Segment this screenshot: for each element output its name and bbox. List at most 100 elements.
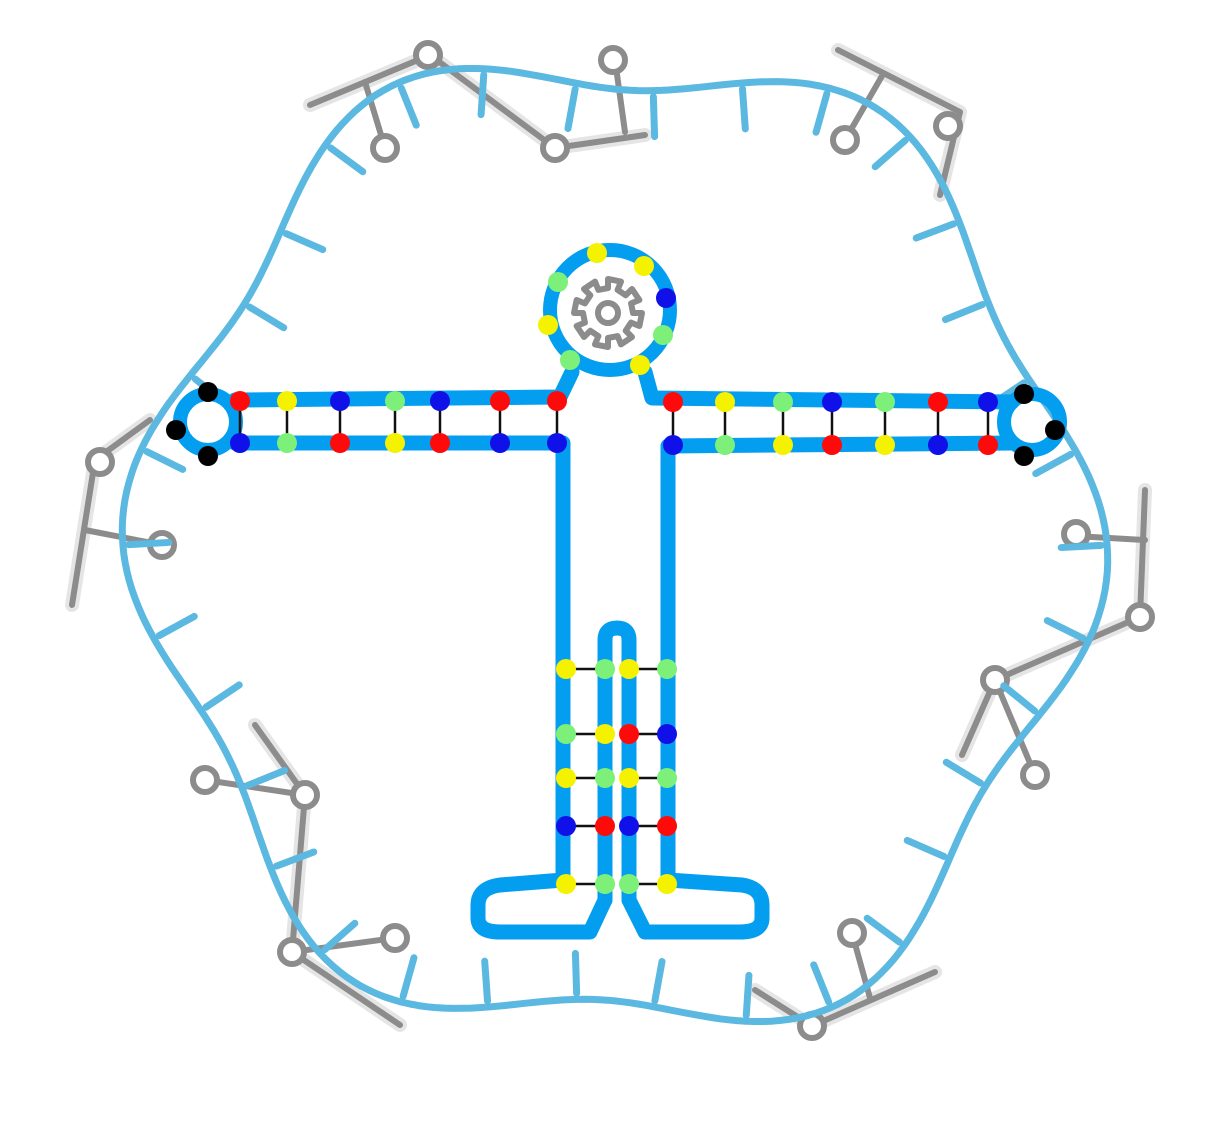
membrane-tick xyxy=(477,71,488,119)
gear-icon-outline xyxy=(571,276,645,350)
membrane-tick xyxy=(327,144,367,176)
head-loop xyxy=(543,243,677,377)
scaffold-backbone xyxy=(307,52,648,151)
head-loop-nucleotide xyxy=(634,256,654,276)
right-arm-nucleotide xyxy=(663,392,683,412)
stem-nucleotide xyxy=(657,724,677,744)
scaffold-ring xyxy=(830,125,860,155)
stem-nucleotide xyxy=(619,874,639,894)
scaffold-fragment xyxy=(830,43,967,202)
scaffold-ring xyxy=(540,133,570,163)
membrane-tick xyxy=(1000,682,1039,715)
icon-layer xyxy=(571,276,645,350)
scaffold-ring xyxy=(598,45,628,75)
inner-stem-strand xyxy=(597,620,637,908)
scaffold-fragment xyxy=(955,483,1155,790)
left-arm-nucleotide xyxy=(230,391,250,411)
scaffold-ring xyxy=(933,111,963,141)
right-loop-nucleotide xyxy=(1045,420,1065,440)
membrane-tick xyxy=(942,758,984,787)
right-arm-nucleotide xyxy=(928,435,948,455)
membrane-tick xyxy=(1057,541,1105,552)
membrane-tick xyxy=(272,848,318,870)
scaffold-fragment xyxy=(190,718,410,1032)
left-loop-nucleotide xyxy=(198,446,218,466)
stem-nucleotide xyxy=(556,768,576,788)
scaffold-ring xyxy=(370,133,400,163)
left-arm-nucleotide xyxy=(547,391,567,411)
head-loop-nucleotide xyxy=(587,243,607,263)
membrane-tick xyxy=(321,919,359,954)
left-arm-nucleotide xyxy=(230,433,250,453)
left-arm-nucleotide xyxy=(490,391,510,411)
gear-icon-hub xyxy=(595,300,621,326)
stem-nucleotide xyxy=(619,724,639,744)
head-loop-nucleotide xyxy=(538,315,558,335)
scaffold-ring xyxy=(1020,760,1050,790)
scaffold-stub xyxy=(289,935,398,955)
left-loop-nucleotide xyxy=(198,382,218,402)
membrane-tick xyxy=(649,93,659,141)
membrane-tick xyxy=(742,971,753,1019)
membrane-tick xyxy=(246,303,288,332)
membrane-tick xyxy=(871,136,909,171)
scaffold-ring xyxy=(413,40,443,70)
membrane-tick xyxy=(571,949,581,997)
right-arm-nucleotide xyxy=(875,392,895,412)
membrane-tick xyxy=(282,230,327,254)
membrane-layer xyxy=(118,65,1112,1025)
stem-nucleotide xyxy=(619,768,639,788)
left-arm-nucleotide xyxy=(330,433,350,453)
left-arm-nucleotide xyxy=(277,433,297,453)
right-loop-nucleotide xyxy=(1014,384,1034,404)
membrane-tick xyxy=(903,836,948,860)
right-arm-nucleotide xyxy=(715,392,735,412)
membrane-tick xyxy=(155,612,198,640)
membrane-tick xyxy=(1043,617,1087,642)
gear-icon xyxy=(571,276,645,350)
membrane-tick xyxy=(244,767,289,790)
membrane-tick xyxy=(399,954,418,1000)
left-arm-nucleotide xyxy=(547,433,567,453)
membrane-tick xyxy=(125,538,173,549)
membrane-outline xyxy=(118,65,1112,1025)
membrane-tick xyxy=(202,681,243,711)
scaffold-backbone xyxy=(959,487,1148,758)
membrane-tick xyxy=(564,85,579,132)
stem-nucleotide xyxy=(657,659,677,679)
left-arm-loop xyxy=(173,387,243,457)
head-loop-nucleotide xyxy=(630,355,650,375)
scaffold-ring xyxy=(190,765,220,795)
stem-nucleotide xyxy=(619,659,639,679)
left-arm-nucleotide xyxy=(385,433,405,453)
stem-nucleotide xyxy=(556,724,576,744)
right-arm-nucleotide xyxy=(663,435,683,455)
nucleotide-layer xyxy=(166,243,1065,894)
scaffold-ring xyxy=(380,923,410,953)
membrane-tick xyxy=(810,961,833,1006)
left-arm-nucleotide xyxy=(490,433,510,453)
right-arm-nucleotide xyxy=(978,392,998,412)
scaffold-stub xyxy=(202,777,308,798)
left-arm-nucleotide xyxy=(430,391,450,411)
scaffold-stub xyxy=(992,677,1038,778)
stem-nucleotide xyxy=(595,768,615,788)
stem-nucleotide xyxy=(556,659,576,679)
scaffold-ring xyxy=(1061,519,1091,549)
stem-nucleotide xyxy=(556,874,576,894)
right-arm-nucleotide xyxy=(715,435,735,455)
membrane-tick xyxy=(143,448,187,473)
stem-nucleotide xyxy=(556,816,576,836)
right-arm-nucleotide xyxy=(822,435,842,455)
bond-layer xyxy=(238,401,990,886)
membrane-tick xyxy=(941,300,986,323)
right-arm-bottom-strand xyxy=(660,435,1020,888)
scaffold-fragment xyxy=(65,413,177,612)
head-loop-nucleotide xyxy=(560,350,580,370)
membrane-tick xyxy=(481,957,492,1005)
membrane-tick xyxy=(651,958,666,1005)
right-arm-nucleotide xyxy=(928,392,948,412)
head-loop-nucleotide xyxy=(653,325,673,345)
